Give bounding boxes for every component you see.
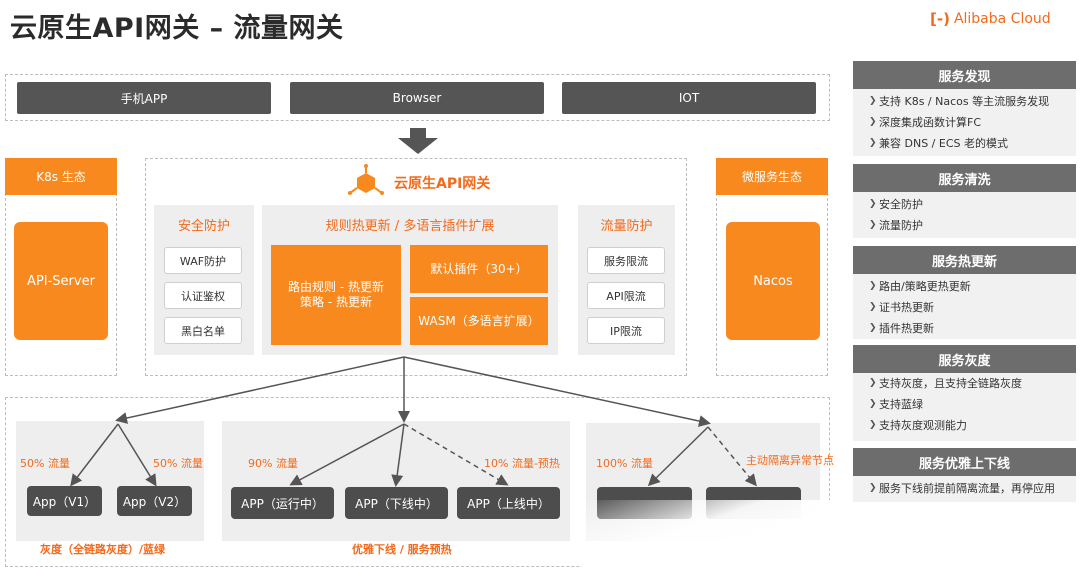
wasm-plugins-block: WASM（多语言扩展）	[410, 297, 548, 345]
gray-release-caption: 灰度（全链路灰度）/蓝绿	[40, 543, 166, 556]
panel-service-cleaning-body: ❯安全防护 ❯流量防护	[853, 192, 1076, 238]
chevron-right-icon: ❯	[869, 302, 877, 312]
alibaba-cloud-logo-icon: [-)	[930, 10, 950, 28]
panel-item: ❯支持灰度，且支持全链路灰度	[865, 373, 1076, 394]
flow-item-service-limit: 服务限流	[587, 247, 665, 274]
chevron-right-icon: ❯	[869, 483, 877, 493]
isolation-left-percent: 100% 流量	[596, 457, 653, 470]
chevron-right-icon: ❯	[869, 199, 877, 209]
brand-text: Alibaba Cloud	[953, 11, 1051, 27]
panel-item: ❯支持灰度观测能力	[865, 415, 1076, 436]
api-server-card: API-Server	[14, 222, 108, 340]
graceful-left-percent: 90% 流量	[248, 457, 298, 470]
flow-protection-title: 流量防护	[600, 219, 653, 234]
chevron-right-icon: ❯	[869, 281, 877, 291]
gray-left-percent: 50% 流量	[20, 457, 70, 470]
gray-release-box	[16, 421, 204, 541]
panel-item: ❯证书热更新	[865, 297, 1076, 318]
default-plugins-block: 默认插件（30+）	[410, 245, 548, 293]
routing-policy-hot-update-block: 路由规则 - 热更新 策略 - 热更新	[271, 245, 401, 345]
panel-item: ❯支持 K8s / Nacos 等主流服务发现	[865, 91, 1076, 112]
flow-item-api-limit: API限流	[587, 282, 665, 309]
panel-gray-release-body: ❯支持灰度，且支持全链路灰度 ❯支持蓝绿 ❯支持灰度观测能力	[853, 373, 1076, 441]
app-running: APP（运行中）	[231, 487, 334, 519]
security-item-waf: WAF防护	[164, 247, 242, 274]
down-arrow-icon	[398, 128, 438, 154]
security-title: 安全防护	[177, 219, 230, 234]
chevron-right-icon: ❯	[869, 323, 877, 333]
panel-service-discovery-body: ❯支持 K8s / Nacos 等主流服务发现 ❯深度集成函数计算FC ❯兼容 …	[853, 89, 1076, 156]
app-v1: App（V1）	[27, 486, 102, 516]
gray-right-percent: 50% 流量	[153, 457, 203, 470]
panel-graceful-online-offline-header: 服务优雅上下线	[853, 448, 1076, 476]
panel-item: ❯插件热更新	[865, 318, 1076, 339]
chevron-right-icon: ❯	[869, 399, 877, 409]
k8s-ecosystem-header: K8s 生态	[5, 158, 117, 195]
client-browser: Browser	[290, 82, 544, 114]
nacos-card: Nacos	[726, 222, 820, 340]
panel-item: ❯深度集成函数计算FC	[865, 112, 1076, 133]
chevron-right-icon: ❯	[869, 117, 877, 127]
clients-container	[5, 74, 830, 121]
rules-title: 规则热更新 / 多语言插件扩展	[325, 219, 495, 234]
panel-graceful-online-offline-body: ❯服务下线前提前隔离流量，再停应用	[853, 476, 1076, 502]
panel-item: ❯兼容 DNS / ECS 老的模式	[865, 133, 1076, 154]
panel-item: ❯服务下线前提前隔离流量，再停应用	[865, 478, 1076, 499]
app-v2: App（V2）	[117, 486, 192, 516]
panel-item: ❯流量防护	[865, 215, 1076, 236]
client-mobile-app: 手机APP	[17, 82, 271, 114]
panel-item: ❯路由/策略更热更新	[865, 276, 1076, 297]
panel-gray-release-header: 服务灰度	[853, 345, 1076, 373]
panel-service-cleaning-header: 服务清洗	[853, 164, 1076, 192]
microservice-ecosystem-header: 微服务生态	[716, 158, 828, 195]
security-item-auth: 认证鉴权	[164, 282, 242, 309]
gateway-container	[145, 158, 687, 376]
routing-hot-update-text: 路由规则 - 热更新	[288, 280, 384, 294]
app-going-offline: APP（下线中）	[345, 487, 448, 519]
brand-logo: [-) Alibaba Cloud	[930, 10, 1051, 28]
policy-hot-update-text: 策略 - 热更新	[300, 295, 372, 309]
client-iot: IOT	[562, 82, 816, 114]
backend-scenarios-container	[5, 397, 830, 567]
graceful-caption: 优雅下线 / 服务预热	[352, 543, 452, 556]
panel-hot-update-header: 服务热更新	[853, 246, 1076, 274]
app-going-online: APP（上线中）	[457, 487, 560, 519]
chevron-right-icon: ❯	[869, 420, 877, 430]
panel-item: ❯安全防护	[865, 194, 1076, 215]
flow-connectors	[70, 356, 757, 487]
security-item-blacklist: 黑白名单	[164, 317, 242, 344]
chevron-right-icon: ❯	[869, 378, 877, 388]
panel-service-discovery-header: 服务发现	[853, 61, 1076, 89]
isolation-right-label: 主动隔离异常节点	[746, 454, 834, 467]
gateway-node-icon	[348, 164, 384, 195]
panel-item: ❯支持蓝绿	[865, 394, 1076, 415]
chevron-right-icon: ❯	[869, 138, 877, 148]
slide-page-curl	[580, 500, 880, 585]
graceful-right-percent: 10% 流量-预热	[484, 457, 560, 470]
panel-hot-update-body: ❯路由/策略更热更新 ❯证书热更新 ❯插件热更新	[853, 274, 1076, 339]
chevron-right-icon: ❯	[869, 96, 877, 106]
chevron-right-icon: ❯	[869, 220, 877, 230]
gateway-title: 云原生API网关	[394, 176, 491, 192]
flow-item-ip-limit: IP限流	[587, 317, 665, 344]
page-title: 云原生API网关 – 流量网关	[10, 13, 344, 44]
